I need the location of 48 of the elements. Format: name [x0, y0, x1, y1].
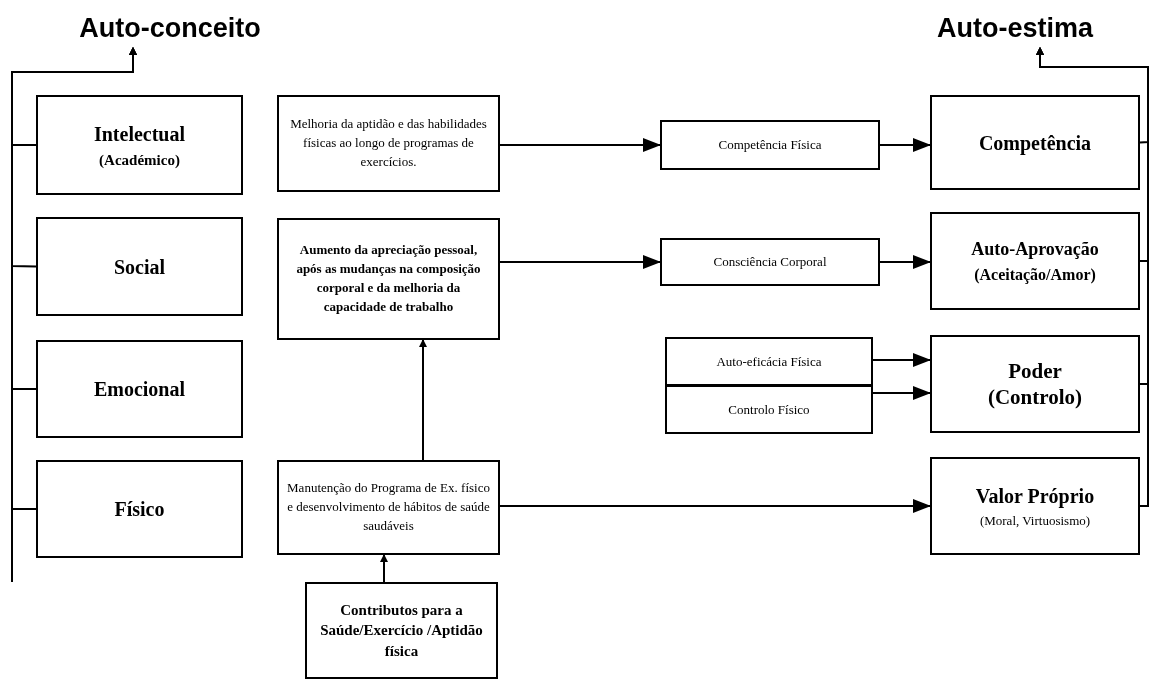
box-text: Controlo Físico	[728, 400, 810, 419]
box-text: Aumento da apreciação pessoal, após as mudanças na composição corporal e da melhoria da capacidade de trabalho	[295, 241, 482, 316]
concept-box	[36, 340, 243, 438]
concept-box	[277, 218, 500, 340]
arrow	[380, 554, 388, 583]
box-text: Auto-Aprovação	[971, 237, 1099, 261]
arrow	[11, 47, 137, 510]
box-text: Competência Física	[718, 136, 822, 155]
box-text: Auto-eficácia Física	[716, 352, 822, 371]
box-text: (Académico)	[99, 150, 180, 170]
heading-text: Auto-conceito	[79, 11, 261, 45]
concept-box	[665, 385, 873, 434]
box-text: Melhoria da aptidão e das habilidades físicas ao longo de programas de exercícios.	[289, 115, 488, 171]
box-text: Contributos para a Saúde/Exercício /Aptidão física	[319, 601, 484, 661]
concept-box	[665, 337, 873, 386]
box-text: Emocional	[93, 377, 186, 402]
box-text: (Moral, Virtuosismo)	[979, 512, 1091, 531]
arrow	[872, 353, 931, 367]
arrow	[499, 499, 931, 513]
box-text: Manutenção do Programa de Ex. físico e desenvolvimento de hábitos de saúde saudáveis	[287, 479, 490, 535]
arrow	[1036, 47, 1149, 507]
concept-box	[660, 120, 880, 170]
box-text: Poder (Controlo)	[986, 357, 1084, 411]
box-text: Valor Próprio	[975, 484, 1095, 510]
concept-box	[277, 460, 500, 555]
box-text: (Aceitação/Amor)	[974, 264, 1096, 286]
box-text: Físico	[114, 497, 165, 522]
concept-box	[930, 335, 1140, 433]
concept-box	[305, 582, 498, 679]
arrow	[872, 386, 931, 400]
box-text: Intelectual	[93, 121, 186, 147]
arrow	[879, 138, 931, 152]
concept-box	[930, 95, 1140, 190]
concept-box	[930, 457, 1140, 555]
concept-box	[36, 217, 243, 316]
arrow	[879, 255, 931, 269]
arrow	[419, 339, 427, 461]
box-text: Social	[113, 254, 166, 280]
arrow	[499, 138, 661, 152]
concept-box	[660, 238, 880, 286]
concept-box	[36, 460, 243, 558]
box-text: Competência	[978, 130, 1092, 157]
concept-box	[930, 212, 1140, 310]
arrow	[499, 255, 661, 269]
concept-box	[36, 95, 243, 195]
box-text: Consciência Corporal	[713, 253, 827, 272]
heading-text: Auto-estima	[937, 11, 1093, 45]
concept-box	[277, 95, 500, 192]
